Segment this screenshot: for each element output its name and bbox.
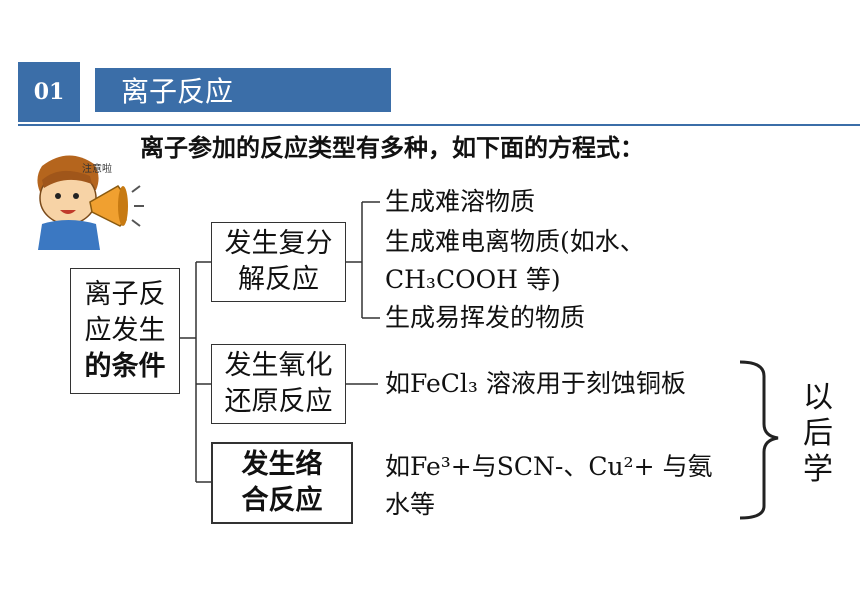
note-char-3: 学 [803,452,833,487]
item-weak-electrolyte: 生成难电离物质(如水、 [385,227,645,256]
root-line-1: 离子反 [84,279,166,310]
item-insoluble: 生成难溶物质 [385,187,536,216]
item-volatile: 生成易挥发的物质 [385,303,586,332]
branch-2-line-2: 还原反应 [224,386,333,417]
section-number-badge: 01 [18,62,80,122]
branch-complexation-box: 发生络 合反应 [211,442,353,524]
item-fecl3-etching: 如FeCl₃ 溶液用于刻蚀铜板 [385,369,686,398]
root-line-3: 的条件 [84,351,166,382]
branch-2-line-1: 发生氧化 [224,350,333,381]
learn-later-note: 以 后 学 [796,380,840,488]
branch-redox-box: 发生氧化 还原反应 [211,344,346,424]
branch-1-line-2: 解反应 [238,264,319,295]
root-line-2: 应发生 [84,315,166,346]
item-complex-ions-cont: 水等 [385,490,436,519]
subtitle: 离子参加的反应类型有多种，如下面的方程式： [140,134,644,162]
mascot-label: 注意啦 [82,164,112,175]
branch-double-decomposition-box: 发生复分 解反应 [211,222,346,302]
root-condition-box: 离子反 应发生 的条件 [70,268,180,394]
item-complex-ions: 如Fe³+与SCN-、Cu²+ 与氨 [385,452,713,481]
megaphone-boy-icon [37,155,144,250]
branch-3-line-1: 发生络 [241,449,323,480]
note-char-2: 后 [803,416,833,451]
branch-1-line-1: 发生复分 [224,228,333,259]
item-weak-electrolyte-cont: CH₃COOH 等) [385,265,561,294]
section-title: 离子反应 [121,75,234,108]
header-rule [18,124,860,126]
section-title-bar: 离子反应 [95,68,391,112]
note-char-1: 以 [803,380,833,415]
branch-3-line-2: 合反应 [241,485,323,516]
